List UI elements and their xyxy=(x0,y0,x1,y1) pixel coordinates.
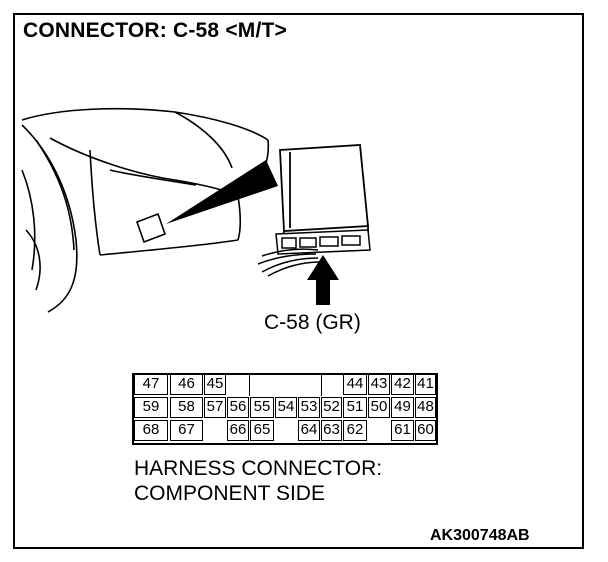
pin-cell: 59 xyxy=(134,397,168,418)
connector-location-marker xyxy=(135,160,278,244)
pin-cell: 57 xyxy=(204,397,226,418)
connector-key-notch xyxy=(249,374,322,396)
pin-cell: 67 xyxy=(170,420,203,441)
figure-frame xyxy=(13,13,584,549)
connector-caption: HARNESS CONNECTOR: COMPONENT SIDE xyxy=(134,456,382,506)
figure-title: CONNECTOR: C-58 <M/T> xyxy=(23,19,288,42)
pin-cell: 47 xyxy=(134,374,168,395)
pin-cell: 48 xyxy=(415,397,436,418)
pin-empty xyxy=(321,374,342,395)
pin-cell: 42 xyxy=(391,374,414,395)
pin-cell: 49 xyxy=(391,397,414,418)
pin-cell: 62 xyxy=(343,420,367,441)
pin-cell: 51 xyxy=(343,397,367,418)
pointer-arrow xyxy=(307,255,339,305)
pin-empty xyxy=(204,420,226,441)
pin-cell: 60 xyxy=(415,420,436,441)
pin-cell: 66 xyxy=(227,420,249,441)
caption-line-1: HARNESS CONNECTOR: xyxy=(134,457,383,480)
caption-line-2: COMPONENT SIDE xyxy=(134,482,325,505)
pin-cell: 65 xyxy=(250,420,274,441)
pin-cell: 53 xyxy=(298,397,320,418)
pin-cell: 43 xyxy=(368,374,390,395)
pin-cell: 44 xyxy=(343,374,367,395)
dashboard-drawing xyxy=(21,107,270,313)
control-unit-box xyxy=(279,144,369,241)
pin-cell: 41 xyxy=(415,374,436,395)
pin-cell: 64 xyxy=(298,420,320,441)
pin-cell: 55 xyxy=(250,397,274,418)
pin-cell: 50 xyxy=(368,397,390,418)
pin-empty xyxy=(368,420,390,441)
pin-cell: 58 xyxy=(170,397,203,418)
connector-label: C-58 (GR) xyxy=(264,311,361,334)
pin-cell: 46 xyxy=(170,374,203,395)
pin-empty xyxy=(250,374,274,395)
figure-code: AK300748AB xyxy=(430,527,530,544)
pin-cell: 56 xyxy=(227,397,249,418)
pin-cell: 52 xyxy=(321,397,342,418)
pin-empty xyxy=(275,420,297,441)
pin-cell: 68 xyxy=(134,420,168,441)
pin-cell: 61 xyxy=(391,420,414,441)
pin-cell: 63 xyxy=(321,420,342,441)
connector-body xyxy=(257,229,371,277)
pin-cell: 54 xyxy=(275,397,297,418)
pin-cell: 45 xyxy=(204,374,226,395)
pin-empty xyxy=(275,374,297,395)
pin-empty xyxy=(227,374,249,395)
pin-empty xyxy=(298,374,320,395)
